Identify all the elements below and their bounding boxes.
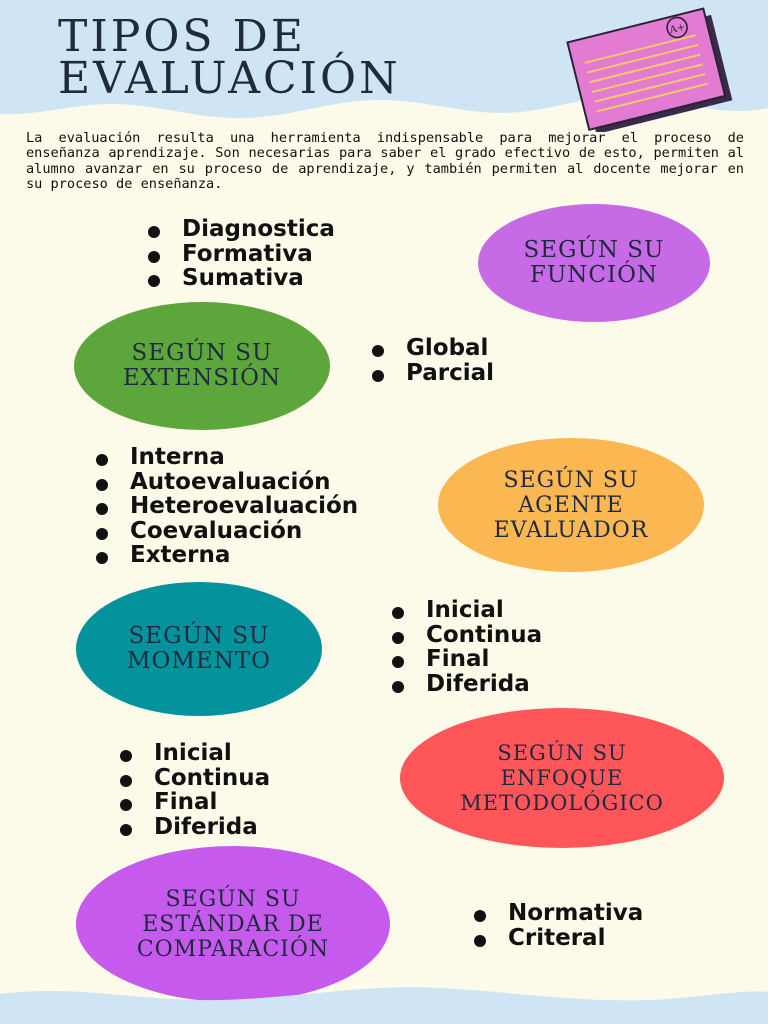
bubble-line: EVALUADOR <box>493 517 649 543</box>
list-momento: Inicial Continua Final Diferida <box>390 598 542 696</box>
bubble-segun-su-enfoque-metodologico: SEGÚN SU ENFOQUE METODOLÓGICO <box>400 708 724 848</box>
list-item: Externa <box>94 543 358 568</box>
bubble-segun-su-momento: SEGÚN SU MOMENTO <box>76 582 322 716</box>
list-item: Final <box>118 790 270 815</box>
list-item: Continua <box>118 765 270 791</box>
list-item: Final <box>390 647 542 672</box>
intro-paragraph: La evaluación resulta una herramienta in… <box>26 130 744 192</box>
bubble-line: SEGÚN SU <box>131 340 273 366</box>
bubble-line: SEGÚN SU <box>165 886 301 912</box>
list-agente: Interna Autoevaluación Heteroevaluación … <box>94 445 358 568</box>
title-line-1: TIPOS DE <box>58 11 306 62</box>
list-item: Formativa <box>146 241 335 267</box>
bubble-line: AGENTE <box>518 492 624 518</box>
list-item: Diferida <box>390 671 542 697</box>
list-item: Inicial <box>390 598 542 623</box>
list-item: Coevaluación <box>94 518 358 544</box>
list-item: Diagnostica <box>146 217 335 242</box>
bubble-line: SEGÚN SU <box>523 237 665 263</box>
bubble-segun-su-extension: SEGÚN SU EXTENSIÓN <box>74 302 330 430</box>
bubble-line: MOMENTO <box>126 648 272 674</box>
list-item: Normativa <box>472 901 643 926</box>
bubble-segun-su-funcion: SEGÚN SU FUNCIÓN <box>478 204 710 322</box>
list-item: Global <box>370 336 494 361</box>
header-wave-background <box>0 0 768 118</box>
list-item: Sumativa <box>146 266 335 291</box>
graded-paper-icon: A+ <box>566 7 733 132</box>
footer-wave-background <box>0 987 768 1024</box>
list-extension: Global Parcial <box>370 336 494 385</box>
list-item: Diferida <box>118 814 270 840</box>
list-item: Heteroevaluación <box>94 494 358 519</box>
list-estandar: Normativa Criteral <box>472 901 643 950</box>
list-item: Interna <box>94 445 358 470</box>
bubble-line: FUNCIÓN <box>529 262 659 288</box>
list-funcion: Diagnostica Formativa Sumativa <box>146 217 335 291</box>
bubble-line: SEGÚN SU <box>503 467 639 493</box>
bubble-line: SEGÚN SU <box>497 740 627 765</box>
title-line-2: EVALUACIÓN <box>58 53 401 104</box>
bubble-line: EXTENSIÓN <box>122 365 282 391</box>
bubble-line: ENFOQUE <box>500 765 624 790</box>
bubble-line: SEGÚN SU <box>128 623 270 649</box>
list-item: Autoevaluación <box>94 469 358 495</box>
bubble-segun-su-agente-evaluador: SEGÚN SU AGENTE EVALUADOR <box>438 438 704 572</box>
page-title: TIPOS DE EVALUACIÓN <box>58 11 401 104</box>
list-item: Parcial <box>370 360 494 386</box>
paper-grade-text: A+ <box>668 22 687 37</box>
bubble-line: COMPARACIÓN <box>136 936 330 962</box>
list-enfoque: Inicial Continua Final Diferida <box>118 741 270 839</box>
list-item: Criteral <box>472 925 643 951</box>
bubble-line: METODOLÓGICO <box>460 790 664 815</box>
bubble-line: ESTÁNDAR DE <box>142 911 324 937</box>
list-item: Inicial <box>118 741 270 766</box>
bubble-segun-su-estandar-de-comparacion: SEGÚN SU ESTÁNDAR DE COMPARACIÓN <box>76 846 390 1002</box>
list-item: Continua <box>390 622 542 648</box>
